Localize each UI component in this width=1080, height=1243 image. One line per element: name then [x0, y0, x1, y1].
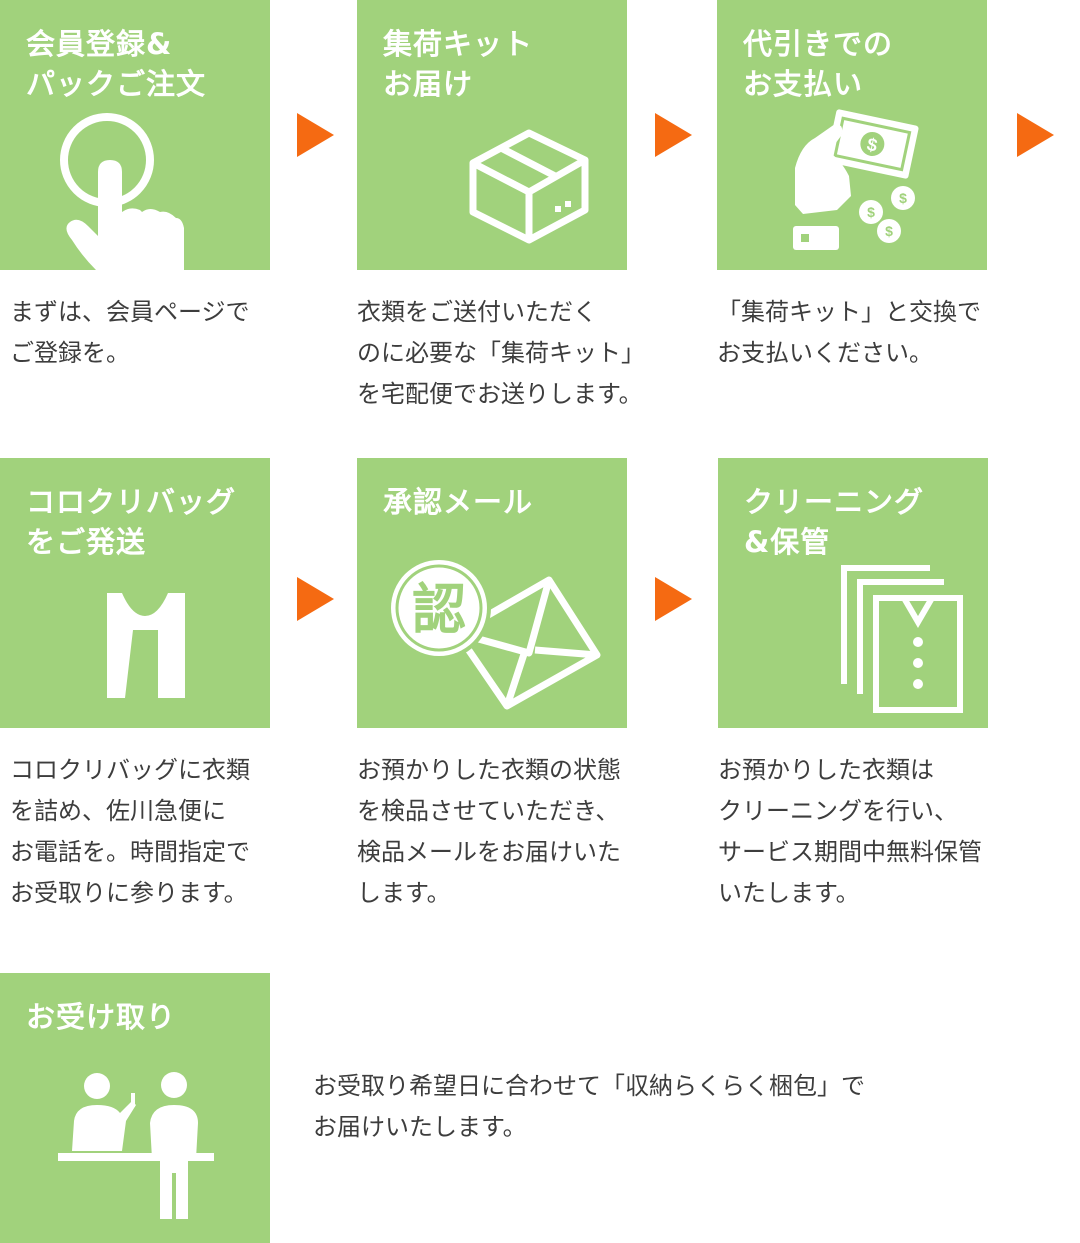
- approval-stamp-text: 認: [412, 578, 466, 641]
- tap-finger-icon: [60, 113, 184, 270]
- approval-mail-icon: 認: [387, 556, 601, 710]
- step-4-tile: コロクリバッグ をご発送: [0, 458, 270, 728]
- cash-payment-icon: $ $ $ $: [793, 109, 919, 250]
- step-6-tile: クリーニング &保管: [718, 458, 988, 728]
- arrow-right-icon: [1017, 113, 1054, 157]
- clothing-icon: [107, 593, 185, 698]
- step-1-title: 会員登録& パックご注文: [26, 27, 207, 101]
- step-5-description: お預かりした衣類の状態 を検品させていただき、 検品メールをお届けいた します。: [357, 756, 621, 907]
- step-6-title: クリーニング &保管: [744, 485, 925, 559]
- arrow-right-icon: [297, 577, 334, 621]
- step-3-tile: 代引きでの お支払い $ $ $ $: [717, 0, 987, 270]
- arrow-right-icon: [297, 113, 334, 157]
- step-6-description: お預かりした衣類は クリーニングを行い、 サービス期間中無料保管 いたします。: [718, 756, 982, 907]
- svg-text:$: $: [885, 223, 893, 239]
- step-2-tile: 集荷キット お届け: [357, 0, 627, 270]
- box-icon: [469, 129, 589, 244]
- step-1-description: まずは、会員ページで ご登録を。: [10, 298, 250, 367]
- step-5-title: 承認メール: [383, 485, 534, 519]
- stored-clothes-icon: [841, 565, 963, 713]
- step-5-tile: 承認メール 認: [357, 458, 627, 728]
- step-7-description: お受取り希望日に合わせて「収納らくらく梱包」で お届けいたします。: [313, 1072, 865, 1141]
- svg-text:$: $: [867, 204, 875, 220]
- step-7-tile: お受け取り: [0, 973, 270, 1243]
- step-4-title: コロクリバッグ をご発送: [26, 485, 237, 559]
- arrow-right-icon: [655, 113, 692, 157]
- step-1-tile: 会員登録& パックご注文: [0, 0, 270, 270]
- step-3-description: 「集荷キット」と交換で お支払いください。: [717, 298, 981, 367]
- step-2-title: 集荷キット お届け: [383, 27, 534, 101]
- step-2-description: 衣類をご送付いただく のに必要な「集荷キット」 を宅配便でお送りします。: [357, 298, 645, 408]
- delivery-handover-icon: [58, 1072, 214, 1219]
- svg-text:$: $: [899, 190, 907, 206]
- arrow-right-icon: [655, 577, 692, 621]
- step-3-title: 代引きでの お支払い: [743, 27, 894, 101]
- step-4-description: コロクリバッグに衣類 を詰め、佐川急便に お電話を。時間指定で お受取りに参りま…: [10, 756, 250, 907]
- step-7-title: お受け取り: [26, 1000, 177, 1034]
- svg-text:$: $: [865, 134, 879, 156]
